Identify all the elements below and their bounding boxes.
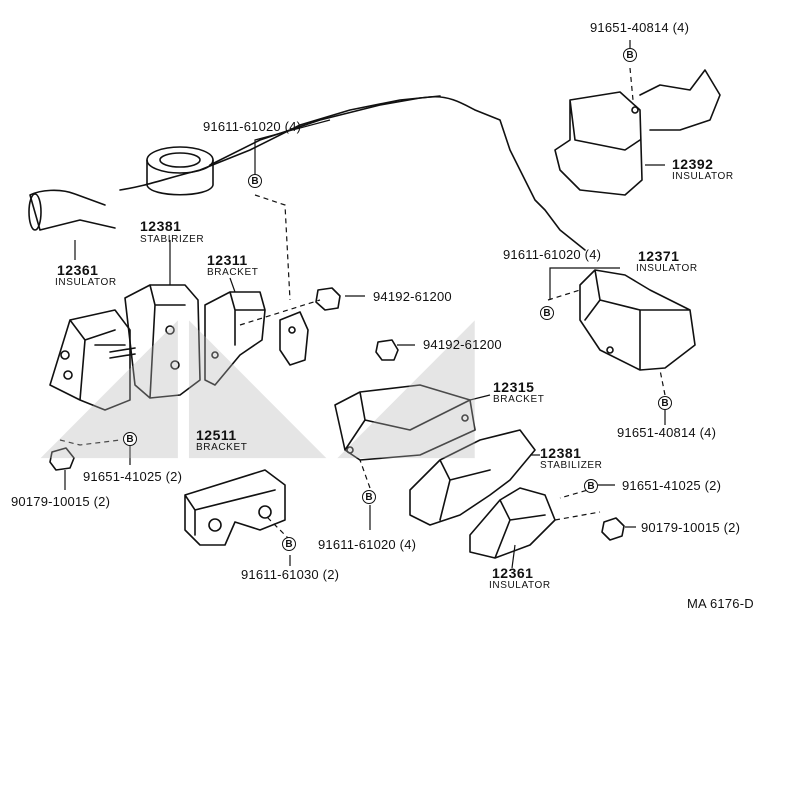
- insulator-12361-left: [49, 309, 131, 411]
- stabilizer-12381-center: [409, 429, 536, 526]
- part-label: 91611-61020 (4): [318, 537, 417, 552]
- part-name: INSULATOR: [636, 263, 698, 274]
- part-number: 12361: [57, 262, 99, 278]
- filler-cap-inner: [159, 152, 201, 168]
- insulator-12371: [579, 269, 696, 371]
- part-label: 94192-61200: [373, 289, 452, 304]
- bolt-badge: B: [540, 306, 554, 320]
- insulator-12392-wire: [639, 69, 721, 131]
- bracket-12311-tab: [279, 311, 309, 366]
- part-label: 91651-40814 (4): [590, 20, 690, 35]
- bracket-12511: [184, 469, 286, 546]
- part-name: INSULATOR: [489, 580, 551, 591]
- hose: [29, 189, 116, 231]
- part-number: 12392: [672, 156, 714, 172]
- part-name: BRACKET: [207, 267, 259, 278]
- part-name: INSULATOR: [672, 171, 734, 182]
- part-name: BRACKET: [493, 394, 545, 405]
- part-number: 12381: [540, 445, 582, 461]
- part-number: 12511: [196, 427, 237, 443]
- bolt-stub-left: [109, 347, 136, 359]
- part-label: 91611-61020 (4): [503, 247, 602, 262]
- hose-end: [28, 193, 42, 231]
- part-number: 12371: [638, 248, 680, 264]
- part-label: 91651-41025 (2): [83, 469, 183, 484]
- nut-94192-a: [315, 287, 341, 311]
- part-name: STABILIZER: [540, 460, 603, 471]
- part-name: BRACKET: [196, 442, 248, 453]
- part-number: 12315: [493, 379, 535, 395]
- part-label: 91611-61030 (2): [241, 567, 340, 582]
- engine-outline: [119, 95, 586, 251]
- watermark: ◢◣◢: [40, 270, 486, 479]
- bolt-badge: B: [658, 396, 672, 410]
- insulator-12361-lower: [469, 487, 556, 559]
- filler-cap-body: [146, 159, 214, 196]
- nut-90179-a: [49, 447, 75, 471]
- bolt-badge: B: [362, 490, 376, 504]
- nut-94192-b: [375, 339, 399, 361]
- bolt-badge: B: [584, 479, 598, 493]
- nut-90179-b: [601, 517, 625, 541]
- part-label: 94192-61200: [423, 337, 502, 352]
- part-name: INSULATOR: [55, 277, 117, 288]
- part-number: 12311: [207, 252, 248, 268]
- diagram-code: MA 6176-D: [687, 596, 754, 611]
- insulator-12392: [554, 91, 643, 196]
- part-label: 90179-10015 (2): [641, 520, 741, 535]
- filler-cap-top: [146, 146, 214, 174]
- part-name: STABIRIZER: [140, 234, 205, 245]
- stabilizer-12381-left: [124, 284, 201, 399]
- part-label: 91651-40814 (4): [617, 425, 717, 440]
- part-label: 90179-10015 (2): [11, 494, 111, 509]
- bolt-badge: B: [123, 432, 137, 446]
- engine-upper: [209, 95, 441, 166]
- bolt-badge: B: [623, 48, 637, 62]
- bracket-12311: [204, 291, 266, 386]
- part-number: 12361: [492, 565, 534, 581]
- part-label: 91651-41025 (2): [622, 478, 722, 493]
- bolt-badge: B: [248, 174, 262, 188]
- part-number: 12381: [140, 218, 182, 234]
- part-label: 91611-61020 (4): [203, 119, 302, 134]
- bolt-badge: B: [282, 537, 296, 551]
